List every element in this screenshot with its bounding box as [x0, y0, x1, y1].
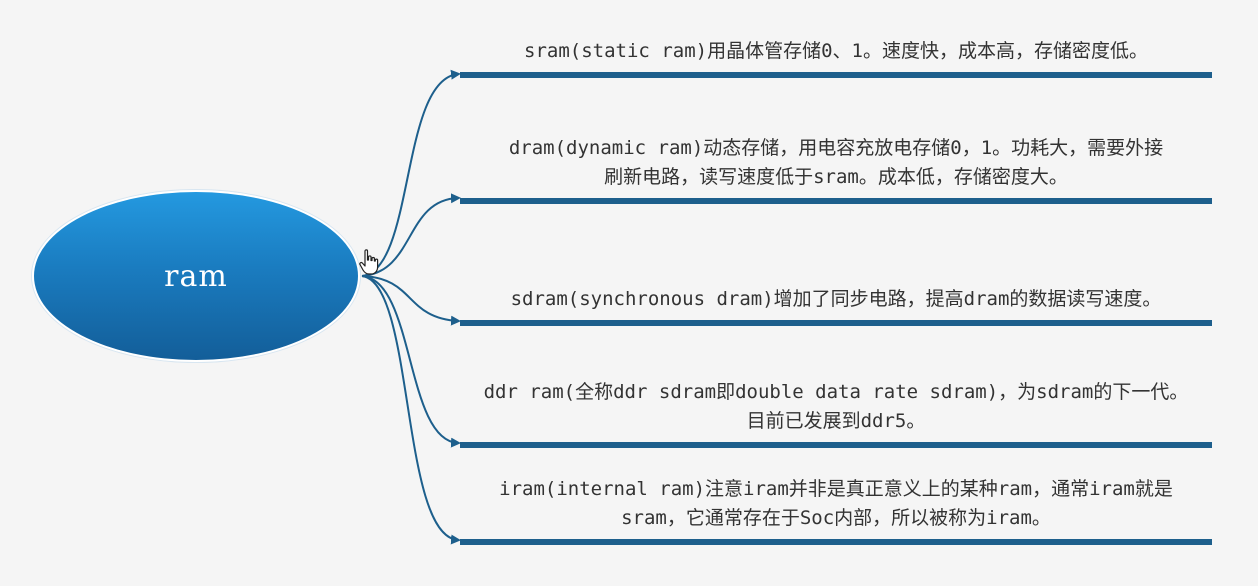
branch-dram-line-2: 刷新电路，读写速度低于sram。成本低，存储密度大。	[604, 166, 1068, 188]
connector-dram	[361, 193, 461, 277]
branch-ddr-line-2: 目前已发展到ddr5。	[746, 410, 926, 432]
branch-iram-underline	[460, 539, 1212, 545]
branch-dram-underline	[460, 198, 1212, 204]
branch-ddr-line-1: ddr ram(全称ddr sdram即double data rate sdr…	[483, 381, 1189, 403]
branch-dram-text: dram(dynamic ram)动态存储，用电容充放电存储0，1。功耗大，需要…	[460, 134, 1212, 198]
connector-sram	[361, 69, 461, 277]
branch-ddr[interactable]: ddr ram(全称ddr sdram即double data rate sdr…	[460, 370, 1212, 448]
branch-sram-line-1: sram(static ram)用晶体管存储0、1。速度快，成本高，存储密度低。	[524, 40, 1148, 62]
branch-ddr-underline	[460, 442, 1212, 448]
branch-dram[interactable]: dram(dynamic ram)动态存储，用电容充放电存储0，1。功耗大，需要…	[460, 126, 1212, 204]
root-node[interactable]: ram	[32, 190, 360, 362]
branch-sdram[interactable]: sdram(synchronous dram)增加了同步电路，提高dram的数据…	[460, 278, 1212, 326]
branch-iram[interactable]: iram(internal ram)注意iram并非是真正意义上的某种ram，通…	[460, 467, 1212, 545]
connector-ddr	[361, 275, 461, 448]
branch-sram[interactable]: sram(static ram)用晶体管存储0、1。速度快，成本高，存储密度低。	[460, 30, 1212, 78]
connector-sdram	[361, 275, 461, 326]
connector-iram	[361, 275, 461, 545]
branch-sdram-line-1: sdram(synchronous dram)增加了同步电路，提高dram的数据…	[510, 288, 1162, 310]
branch-iram-line-2: sram，它通常存在于Soc内部，所以被称为iram。	[621, 507, 1051, 529]
branch-sram-text: sram(static ram)用晶体管存储0、1。速度快，成本高，存储密度低。	[460, 37, 1212, 72]
branch-sdram-underline	[460, 320, 1212, 326]
root-label: ram	[164, 258, 228, 294]
branch-dram-line-1: dram(dynamic ram)动态存储，用电容充放电存储0，1。功耗大，需要…	[508, 137, 1164, 159]
branch-iram-line-1: iram(internal ram)注意iram并非是真正意义上的某种ram，通…	[499, 478, 1173, 500]
branch-ddr-text: ddr ram(全称ddr sdram即double data rate sdr…	[460, 378, 1212, 442]
branch-sdram-text: sdram(synchronous dram)增加了同步电路，提高dram的数据…	[460, 285, 1212, 320]
branch-sram-underline	[460, 72, 1212, 78]
branch-iram-text: iram(internal ram)注意iram并非是真正意义上的某种ram，通…	[460, 475, 1212, 539]
hand-pointer-icon	[359, 249, 379, 275]
